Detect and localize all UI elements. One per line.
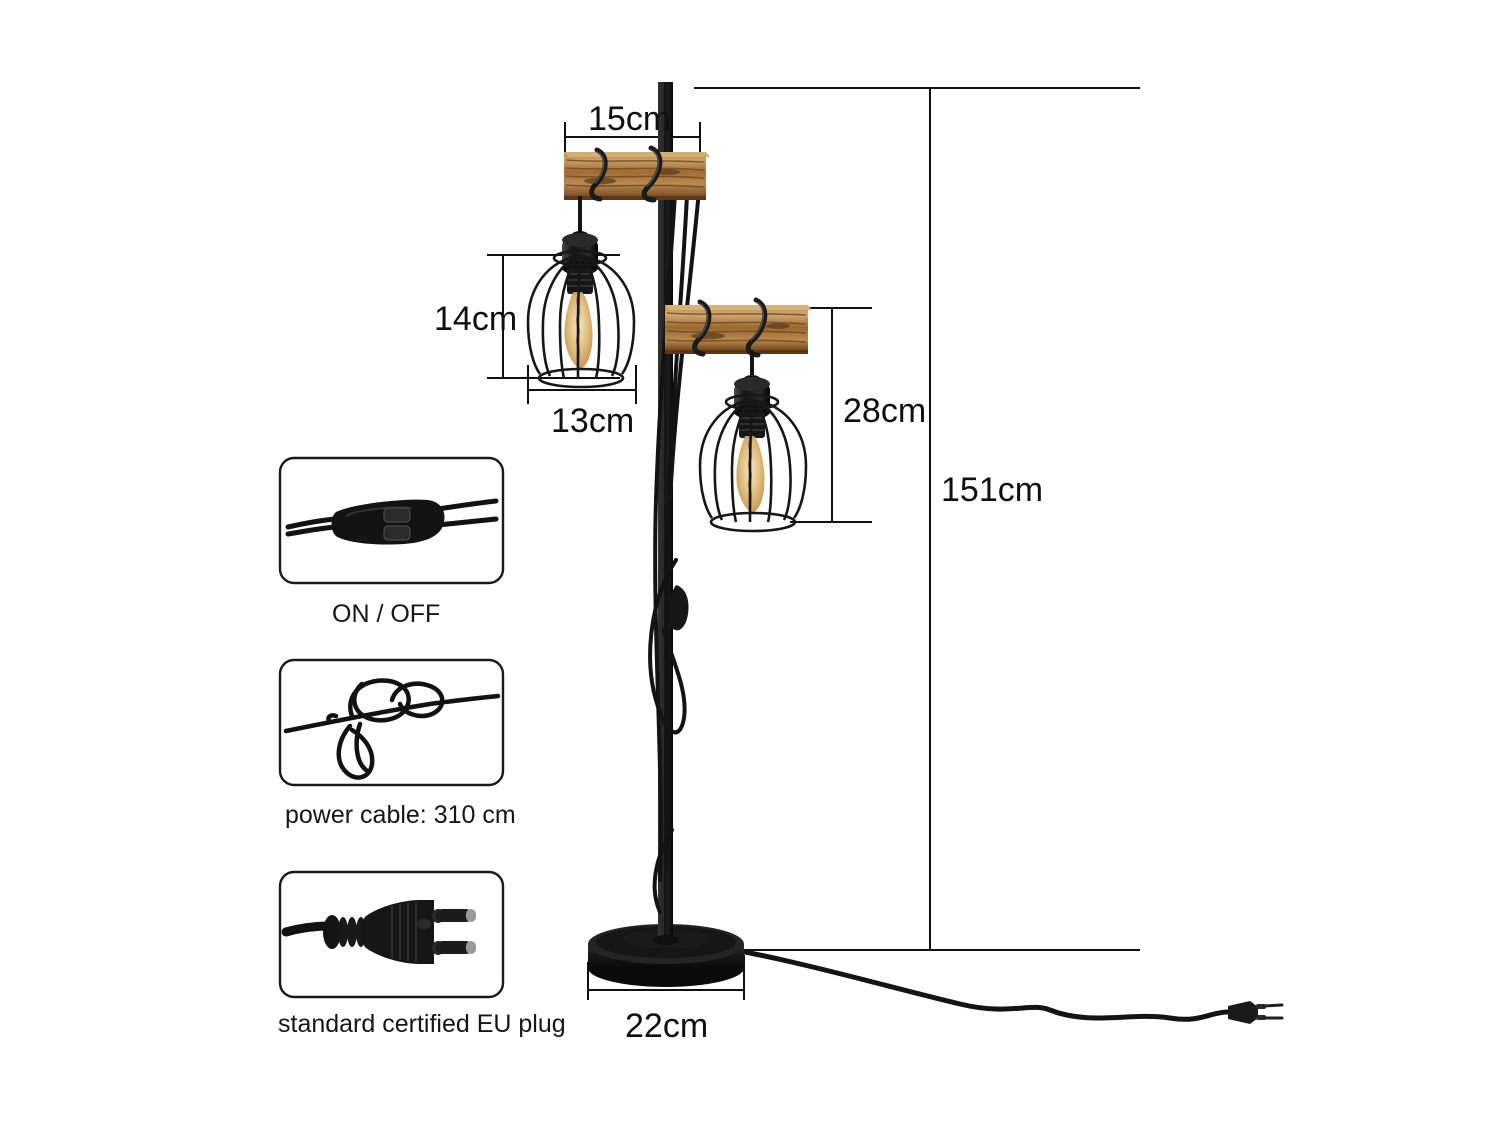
detail-box-switch [278, 456, 505, 585]
floor-power-cord [697, 941, 1231, 1022]
upper-pendant [526, 196, 636, 389]
cage-ribs [526, 254, 636, 379]
floor-plug-icon [1228, 1001, 1284, 1024]
dimension-label-22cm: 22cm [625, 1007, 709, 1045]
caption-power-cable: power cable: 310 cm [285, 801, 516, 829]
cage-ribs [698, 398, 808, 523]
dimension-label-151cm: 151cm [941, 471, 1044, 509]
upper-wood-beam [564, 145, 710, 203]
coiled-cable-icon [283, 678, 501, 780]
caption-switch: ON / OFF [332, 600, 441, 628]
detail-box-cable [278, 658, 505, 787]
lower-pendant [698, 350, 808, 533]
caption-eu-plug: standard certified EU plug [278, 1010, 566, 1038]
cord-loop-lower [648, 558, 687, 914]
cage-hoops [537, 249, 625, 389]
dimension-label-15cm: 15cm [588, 100, 672, 138]
dimension-lines [487, 87, 1140, 1000]
eu-plug-icon [281, 900, 476, 964]
lower-wood-beam [665, 297, 812, 358]
dimension-label-13cm: 13cm [551, 402, 635, 440]
dimension-label-28cm: 28cm [843, 392, 927, 430]
cage-hoops [709, 393, 797, 533]
detail-box-plug [278, 870, 505, 999]
inline-rocker-switch-icon [285, 498, 499, 545]
dimension-label-14cm: 14cm [434, 300, 518, 338]
inline-switch-on-cord [668, 585, 689, 631]
